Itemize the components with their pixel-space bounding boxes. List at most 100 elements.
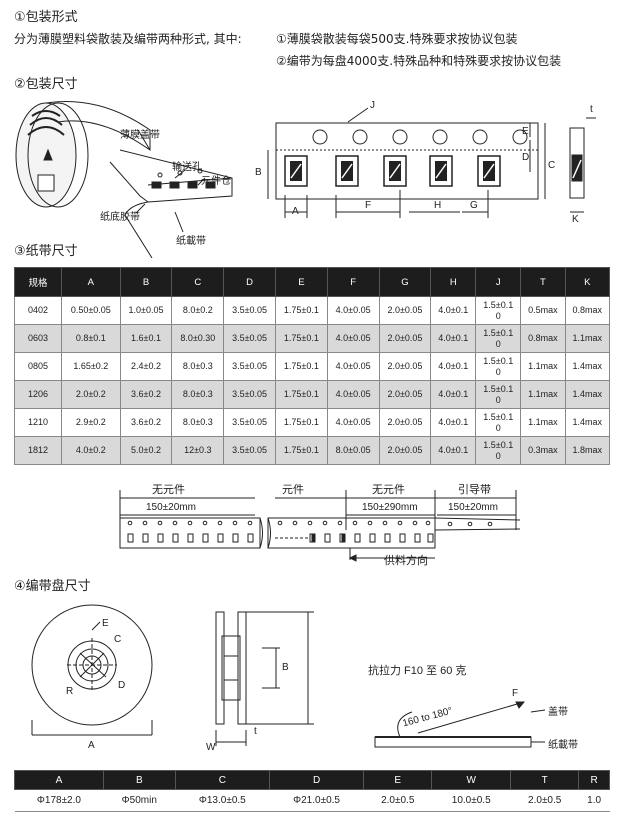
label-F: F xyxy=(365,200,372,211)
label-reel-W: W xyxy=(206,742,216,753)
table-row: 1210 2.9±0.2 3.6±0.2 8.0±0.3 3.5±0.05 1.… xyxy=(14,408,611,437)
cell-T: 1.1max xyxy=(520,380,566,409)
cell-F: 4.0±0.05 xyxy=(326,408,380,437)
section1-title: ①包装形式 xyxy=(14,10,78,25)
cell-J-tol: 0 xyxy=(495,422,501,433)
cell-F: 4.0±0.05 xyxy=(326,324,380,353)
cell-B: 3.6±0.2 xyxy=(119,408,173,437)
cell-C: 8.0±0.3 xyxy=(171,408,225,437)
cell-J-value: 1.5±0.1 xyxy=(483,355,514,366)
section1-item1: ①薄膜袋散装每袋500支.特殊要求按协议包装 xyxy=(276,32,518,46)
header-cell: R xyxy=(578,770,610,790)
cell-J-tol: 0 xyxy=(495,394,501,405)
header-cell: W xyxy=(431,770,512,790)
header-cell: E xyxy=(274,267,328,297)
header-cell: K xyxy=(564,267,611,297)
label-len-3: 150±20mm xyxy=(448,502,498,513)
cell-E: 1.75±0.1 xyxy=(274,408,328,437)
label-feed-direction: 供料方向 xyxy=(384,554,428,567)
cell-C: 8.0±0.30 xyxy=(171,324,225,353)
cell-size: 0402 xyxy=(14,296,62,325)
cell-C: 8.0±0.3 xyxy=(171,352,225,381)
cell-T: 1.1max xyxy=(520,408,566,437)
cell-K: 1.8max xyxy=(564,436,611,465)
cell-D: 3.5±0.05 xyxy=(223,324,276,353)
label-feed-hole: 输送孔 xyxy=(172,162,202,173)
header-cell: D xyxy=(223,267,276,297)
label-reel-A: A xyxy=(88,740,95,751)
table-row: 0603 0.8±0.1 1.6±0.1 8.0±0.30 3.5±0.05 1… xyxy=(14,324,611,353)
cell-B: 1.0±0.05 xyxy=(119,296,173,325)
header-cell: B xyxy=(102,770,176,790)
cell-F: 4.0±0.05 xyxy=(326,296,380,325)
label-reel-B: B xyxy=(282,662,289,673)
cell-D: 3.5±0.05 xyxy=(223,436,276,465)
cell-H: 4.0±0.1 xyxy=(430,408,477,437)
label-J: J xyxy=(370,100,375,111)
cell-H: 4.0±0.1 xyxy=(430,324,477,353)
cell-K: 1.1max xyxy=(564,324,611,353)
header-cell: F xyxy=(326,267,380,297)
label-no-component-1: 无元件 xyxy=(152,483,185,496)
header-cell: J xyxy=(475,267,522,297)
header-cell: B xyxy=(119,267,173,297)
cell-J-value: 1.5±0.1 xyxy=(483,411,514,422)
tape-layout-diagram xyxy=(119,490,521,562)
header-cell: T xyxy=(510,770,580,790)
cell-B: 1.6±0.1 xyxy=(119,324,173,353)
label-K: K xyxy=(572,214,579,225)
cell-C: 8.0±0.2 xyxy=(171,296,225,325)
value-cell: Φ21.0±0.5 xyxy=(269,789,364,812)
reel-front-view xyxy=(31,604,153,736)
cell-E: 1.75±0.1 xyxy=(274,352,328,381)
cell-E: 1.75±0.1 xyxy=(274,380,328,409)
cell-size: 0805 xyxy=(14,352,62,381)
cell-F: 4.0±0.05 xyxy=(326,352,380,381)
cell-C: 8.0±0.3 xyxy=(171,380,225,409)
label-A: A xyxy=(292,206,299,217)
cell-B: 3.6±0.2 xyxy=(119,380,173,409)
cell-D: 3.5±0.05 xyxy=(223,296,276,325)
cell-F: 8.0±0.05 xyxy=(326,436,380,465)
cell-J-tol: 0 xyxy=(495,366,501,377)
label-no-component-2: 无元件 xyxy=(372,483,405,496)
label-D: D xyxy=(522,152,530,163)
cell-A: 2.9±0.2 xyxy=(61,408,121,437)
table-header-row: A B C D E W T R xyxy=(14,770,610,790)
cell-D: 3.5±0.05 xyxy=(223,352,276,381)
tape-top-view xyxy=(267,107,546,218)
cell-T: 1.1max xyxy=(520,352,566,381)
label-G: G xyxy=(470,200,478,211)
label-reel-t: t xyxy=(254,726,257,737)
cell-B: 2.4±0.2 xyxy=(119,352,173,381)
header-cell: E xyxy=(363,770,433,790)
cell-F: 4.0±0.05 xyxy=(326,380,380,409)
label-paper-carrier: 纸載带 xyxy=(548,740,578,751)
label-leader: 引导带 xyxy=(458,483,491,496)
label-bottom-tape: 纸底胶带 xyxy=(100,212,140,223)
label-F-force: F xyxy=(512,688,519,699)
cell-A: 2.0±0.2 xyxy=(61,380,121,409)
cell-C: 12±0.3 xyxy=(171,436,225,465)
label-reel-C: C xyxy=(114,634,122,645)
pull-force-text: 抗拉力 F10 至 60 克 xyxy=(368,665,467,677)
header-cell: H xyxy=(430,267,477,297)
label-C: C xyxy=(548,160,556,171)
cell-J-tol: 0 xyxy=(495,310,501,321)
reel-side-view xyxy=(215,611,314,746)
label-reel-D: D xyxy=(118,680,126,691)
section4-title: ④编带盘尺寸 xyxy=(14,579,91,594)
cell-H: 4.0±0.1 xyxy=(430,352,477,381)
cell-T: 0.8max xyxy=(520,324,566,353)
cell-T: 0.5max xyxy=(520,296,566,325)
cell-size: 0603 xyxy=(14,324,62,353)
cell-K: 1.4max xyxy=(564,380,611,409)
header-cell: C xyxy=(171,267,225,297)
cell-D: 3.5±0.05 xyxy=(223,408,276,437)
cell-J-tol: 0 xyxy=(495,450,501,461)
header-cell: G xyxy=(378,267,432,297)
value-cell: Φ13.0±0.5 xyxy=(175,789,270,812)
